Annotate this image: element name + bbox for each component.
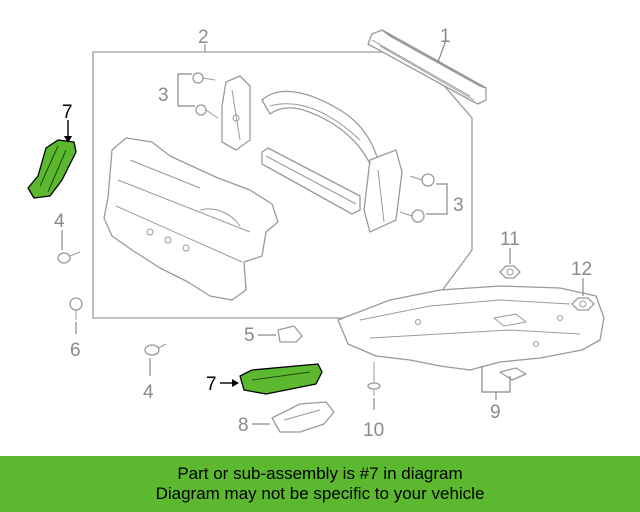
part-9-bracket xyxy=(499,367,527,381)
callout-6: 6 xyxy=(70,340,81,361)
leader-9 xyxy=(481,366,511,400)
callout-4b: 4 xyxy=(143,382,154,403)
part-radiator-support xyxy=(103,137,279,301)
banner-line-1: Part or sub-assembly is #7 in diagram xyxy=(177,464,463,483)
arrow-7b xyxy=(232,379,239,387)
part-1-upper-bar xyxy=(367,29,487,105)
part-bracket-right xyxy=(363,149,403,233)
part-8-air-guide xyxy=(271,401,335,433)
part-12-nut xyxy=(571,297,595,311)
part-10-fastener xyxy=(367,362,381,396)
part-7-upper xyxy=(27,139,77,199)
part-4-clip-lower xyxy=(144,343,167,356)
callout-12: 12 xyxy=(571,259,592,280)
part-11-nut xyxy=(499,265,521,279)
callout-10: 10 xyxy=(363,420,384,441)
part-4-clip-upper xyxy=(57,251,81,264)
callout-2: 2 xyxy=(198,27,209,48)
callout-9: 9 xyxy=(490,402,501,423)
part-undercover xyxy=(337,285,605,371)
part-lower-bar xyxy=(261,147,361,215)
callout-4a: 4 xyxy=(54,211,65,232)
leader-1 xyxy=(437,39,447,63)
bolt-3c xyxy=(409,173,435,187)
callout-7a: 7 xyxy=(62,102,73,123)
banner-line-2: Diagram may not be specific to your vehi… xyxy=(155,484,485,503)
callout-3b: 3 xyxy=(453,195,464,216)
bolt-3a xyxy=(192,72,216,84)
callout-7b: 7 xyxy=(206,374,217,395)
callout-8: 8 xyxy=(238,415,249,436)
callout-1: 1 xyxy=(440,26,451,47)
arrow-7a xyxy=(64,136,72,143)
parts-diagram: 2 1 3 xyxy=(27,26,605,441)
info-banner: Part or sub-assembly is #7 in diagram Di… xyxy=(0,456,640,512)
part-7-lower xyxy=(239,363,323,395)
bolt-3d xyxy=(399,209,425,223)
leader-3b xyxy=(426,183,448,215)
callout-5: 5 xyxy=(244,325,255,346)
bolt-3b xyxy=(195,104,219,119)
callout-3a: 3 xyxy=(158,85,169,106)
callout-11: 11 xyxy=(500,229,520,250)
part-6-pushpin xyxy=(69,297,83,320)
leader-3a xyxy=(177,73,195,107)
part-bracket-left xyxy=(221,75,251,151)
part-5-bracket xyxy=(277,325,303,343)
